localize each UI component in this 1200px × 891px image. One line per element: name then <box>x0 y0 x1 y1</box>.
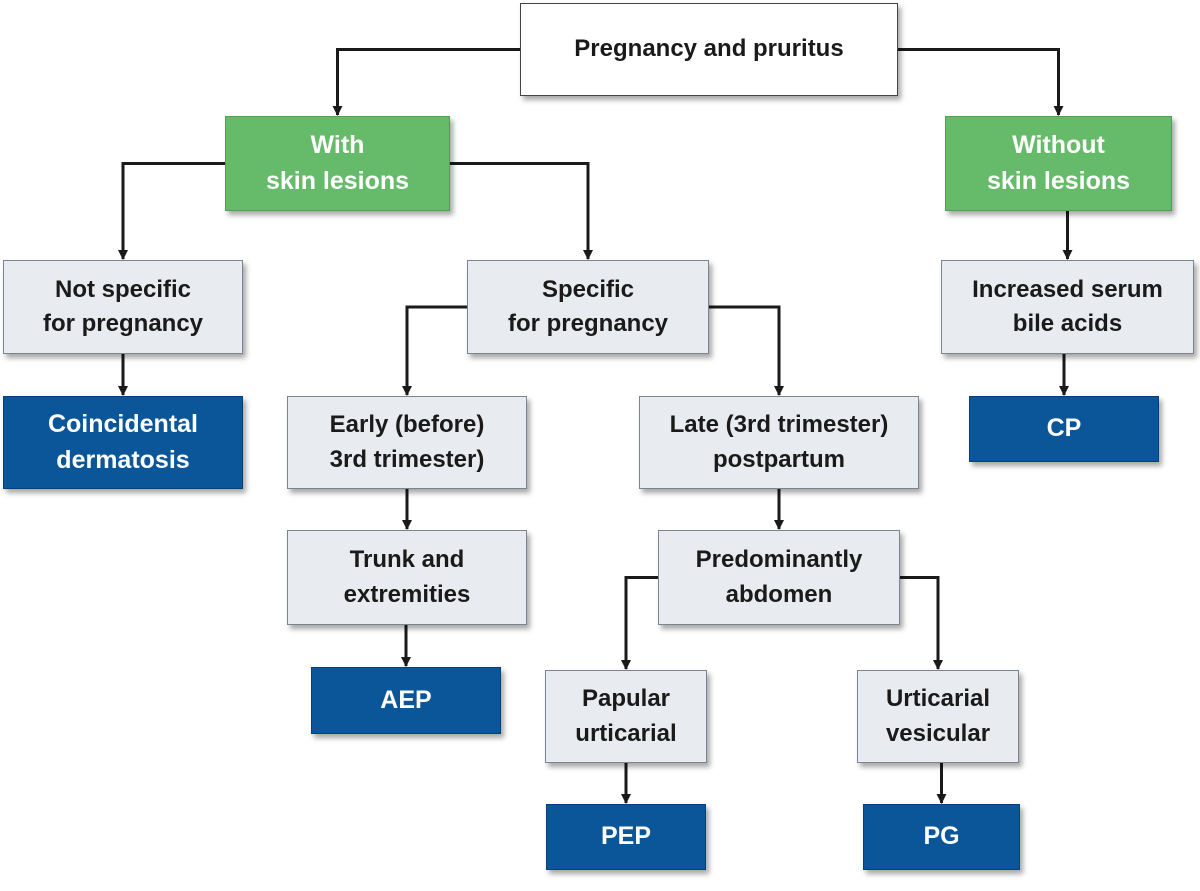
connector-abdomen-to-papular <box>621 576 658 670</box>
connector-specific-to-late <box>709 305 784 396</box>
node-coincidental-dermatosis: Coincidental dermatosis <box>3 396 243 489</box>
node-early-before-3rd-trimester: Early (before) 3rd trimester) <box>287 396 527 489</box>
node-urticarial-vesicular: Urticarial vesicular <box>857 670 1019 763</box>
node-increased-serum-bile-acids: Increased serum bile acids <box>941 260 1194 354</box>
connector-abdomen-to-urticarial <box>900 576 943 670</box>
connector-root-to-with-lesions <box>332 48 520 116</box>
node-papular-urticarial: Papular urticarial <box>545 670 707 763</box>
node-pregnancy-and-pruritus: Pregnancy and pruritus <box>520 3 898 96</box>
node-cp: CP <box>969 396 1159 462</box>
node-with-skin-lesions: With skin lesions <box>225 116 450 211</box>
node-pep: PEP <box>546 804 706 870</box>
node-predominantly-abdomen: Predominantly abdomen <box>658 530 900 625</box>
node-trunk-and-extremities: Trunk and extremities <box>287 530 527 625</box>
node-without-skin-lesions: Without skin lesions <box>945 116 1172 211</box>
node-pg: PG <box>863 804 1020 870</box>
node-late-3rd-trimester-postpartum: Late (3rd trimester) postpartum <box>639 396 919 489</box>
connector-root-to-without-lesions <box>898 48 1064 116</box>
node-specific-for-pregnancy: Specific for pregnancy <box>467 260 709 354</box>
connector-with-lesions-to-specific <box>450 162 593 260</box>
connector-with-lesions-to-not-specific <box>118 162 225 260</box>
node-not-specific-for-pregnancy: Not specific for pregnancy <box>3 260 243 354</box>
node-aep: AEP <box>311 667 501 734</box>
connector-specific-to-early <box>402 305 467 396</box>
